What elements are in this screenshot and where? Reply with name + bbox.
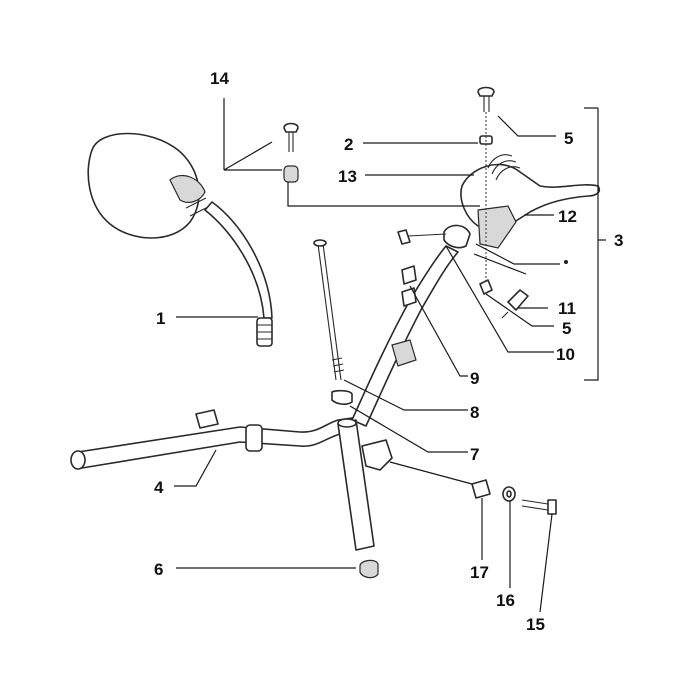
callout-10: 10: [556, 345, 575, 364]
callout-labels: 1 14 2 13 5 12 3 11 5 10 9 8 7 4 6 17 16…: [154, 69, 623, 634]
handlebar: [70, 245, 459, 470]
callout-5-lower: 5: [562, 319, 571, 338]
leader-lines: [174, 98, 606, 613]
callout-15: 15: [526, 615, 545, 634]
callout-2: 2: [344, 135, 353, 154]
callout-5-upper: 5: [564, 129, 573, 148]
steering-stem: [313, 239, 393, 579]
callout-8: 8: [470, 403, 479, 422]
callout-17: 17: [470, 563, 489, 582]
callout-6: 6: [154, 560, 163, 579]
callout-14: 14: [210, 69, 229, 88]
callout-12: 12: [558, 207, 577, 226]
callout-3: 3: [614, 231, 623, 250]
rear-view-mirror: [87, 132, 273, 347]
callout-7: 7: [470, 445, 479, 464]
callout-9: 9: [470, 369, 479, 388]
callout-4: 4: [154, 478, 164, 497]
hardware-fasteners: [283, 122, 557, 515]
callout-11: 11: [558, 299, 576, 318]
callout-16: 16: [496, 591, 515, 610]
callout-1: 1: [156, 309, 165, 328]
brake-lever-assembly: [397, 86, 601, 319]
callout-13: 13: [338, 167, 357, 186]
